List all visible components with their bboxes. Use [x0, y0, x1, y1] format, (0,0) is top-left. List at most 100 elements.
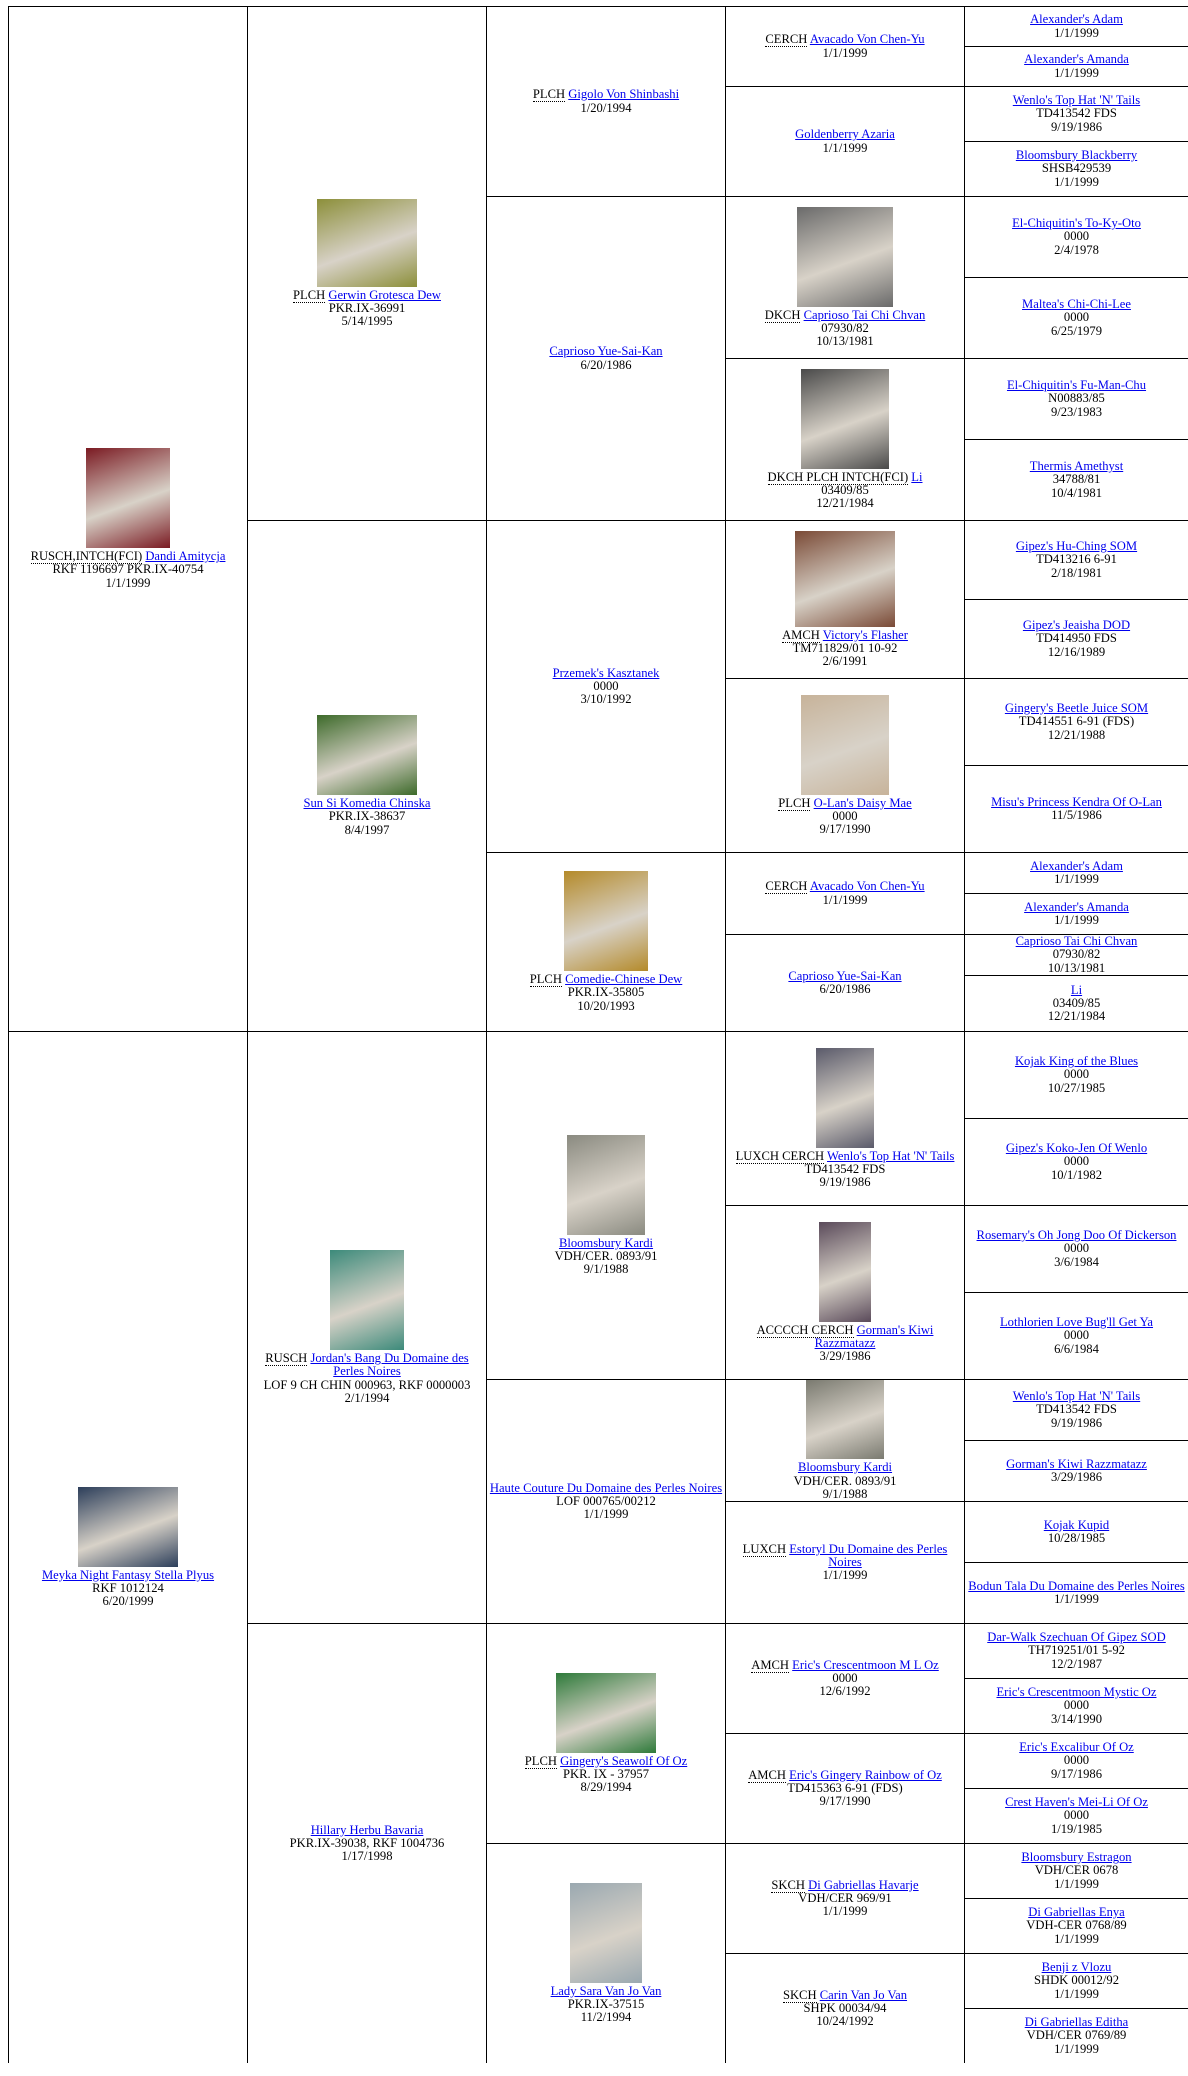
dog-birth-date: 3/10/1992: [580, 692, 632, 707]
dog-name-link[interactable]: Bodun Tala Du Domaine des Perles Noires: [968, 1578, 1185, 1593]
dog-name-line: RUSCH Jordan's Bang Du Domaine des Perle…: [250, 1351, 484, 1379]
dog-name-link[interactable]: Gorman's Kiwi Razzmatazz: [814, 1322, 934, 1350]
dog-birth-date: 10/13/1981: [1047, 960, 1106, 975]
dog-name-link[interactable]: Di Gabriellas Havarje: [808, 1877, 919, 1892]
dog-name-link[interactable]: El-Chiquitin's Fu-Man-Chu: [1006, 378, 1147, 393]
dog-name-link[interactable]: Gipez's Jeaisha DOD: [1022, 618, 1131, 633]
dog-name-line: Bloomsbury Kardi: [798, 1461, 892, 1474]
dog-name-link[interactable]: Eric's Excalibur Of Oz: [1019, 1740, 1134, 1755]
dog-birth-date: 1/1/1999: [822, 140, 868, 155]
dog-name-link[interactable]: Caprioso Tai Chi Chvan: [1015, 934, 1138, 949]
dog-photo: [801, 694, 889, 795]
dog-name-line: LUXCH CERCH Wenlo's Top Hat 'N' Tails: [735, 1148, 955, 1164]
dog-name-link[interactable]: Carin Van Jo Van: [819, 1987, 908, 2002]
dog-name-link[interactable]: Eric's Crescentmoon M L Oz: [792, 1657, 939, 1672]
dog-name-link[interactable]: Lothlorien Love Bug'll Get Ya: [999, 1315, 1154, 1330]
dog-name-link[interactable]: Eric's Gingery Rainbow of Oz: [789, 1767, 942, 1782]
dog-birth-date: 9/17/1990: [819, 822, 871, 837]
dog-name-link[interactable]: Victory's Flasher: [822, 627, 908, 642]
dog-name-link[interactable]: Misu's Princess Kendra Of O-Lan: [991, 794, 1162, 809]
dog-name-link[interactable]: Alexander's Amanda: [1024, 899, 1129, 914]
dog-name-link[interactable]: Benji z Vlozu: [1041, 1960, 1112, 1975]
dog-name-line: Haute Couture Du Domaine des Perles Noir…: [489, 1480, 723, 1495]
dog-name-link[interactable]: Gerwin Grotesca Dew: [328, 287, 441, 302]
dog-registration: PKR.IX-38637: [328, 809, 406, 824]
dog-name-link[interactable]: Przemek's Kasztanek: [552, 665, 660, 680]
dog-birth-date: 1/1/1999: [1054, 913, 1099, 927]
dog-name-link[interactable]: Lady Sara Van Jo Van: [550, 1983, 662, 1998]
dog-name-link[interactable]: Gipez's Hu-Ching SOM: [1015, 539, 1138, 554]
dog-name-link[interactable]: Caprioso Yue-Sai-Kan: [549, 344, 663, 359]
dog-name-link[interactable]: Goldenberry Azaria: [795, 127, 895, 142]
dog-name-link[interactable]: Gingery's Beetle Juice SOM: [1004, 701, 1149, 716]
dog-name-link[interactable]: Bloomsbury Kardi: [558, 1235, 654, 1250]
dog-name-link[interactable]: Jordan's Bang Du Domaine des Perles Noir…: [310, 1351, 469, 1379]
dog-name-link[interactable]: O-Lan's Daisy Mae: [813, 795, 912, 810]
dog-title: PLCH: [778, 795, 811, 811]
dog-title: AMCH: [748, 1767, 786, 1783]
dog-name-link[interactable]: Kojak Kupid: [1043, 1517, 1110, 1532]
dog-name-link[interactable]: Thermis Amethyst: [1029, 459, 1124, 474]
dog-name-link[interactable]: Rosemary's Oh Jong Doo Of Dickerson: [976, 1228, 1177, 1243]
dog-registration: 0000: [1063, 1067, 1090, 1082]
dog-name-link[interactable]: Caprioso Tai Chi Chvan: [803, 307, 926, 322]
dog-birth-date: 9/23/1983: [1050, 404, 1103, 419]
dog-name-link[interactable]: Alexander's Adam: [1030, 858, 1123, 873]
dog-name-link[interactable]: Avacado Von Chen-Yu: [809, 879, 925, 894]
dog-name-link[interactable]: Haute Couture Du Domaine des Perles Noir…: [489, 1480, 723, 1495]
pedigree-cell-dam-sire: RUSCH Jordan's Bang Du Domaine des Perle…: [247, 1031, 486, 1623]
dog-name-link[interactable]: Alexander's Adam: [1030, 12, 1123, 27]
dog-name-link[interactable]: Comedie-Chinese Dew: [565, 972, 683, 987]
dog-name-line: Kojak King of the Blues: [1015, 1055, 1138, 1068]
dog-registration: TD413216 6-91: [1036, 552, 1117, 567]
dog-name-link[interactable]: Sun Si Komedia Chinska: [303, 796, 431, 811]
dog-name-link[interactable]: Maltea's Chi-Chi-Lee: [1022, 297, 1131, 312]
dog-name-link[interactable]: Bloomsbury Estragon: [1021, 1850, 1132, 1865]
dog-name-link[interactable]: Li: [911, 469, 923, 484]
dog-name-link[interactable]: Dar-Walk Szechuan Of Gipez SOD: [987, 1630, 1166, 1645]
dog-name-link[interactable]: Eric's Crescentmoon Mystic Oz: [996, 1685, 1157, 1700]
dog-name-line: Lady Sara Van Jo Van: [550, 1983, 662, 1998]
dog-registration: VDH/CER. 0893/91: [793, 1473, 897, 1488]
dog-name-link[interactable]: Hillary Herbu Bavaria: [310, 1822, 424, 1837]
dog-name-line: Przemek's Kasztanek: [552, 665, 660, 680]
dog-name-link[interactable]: Di Gabriellas Editha: [1024, 2015, 1129, 2030]
dog-name-link[interactable]: Alexander's Amanda: [1024, 52, 1129, 67]
dog-name-link[interactable]: Kojak King of the Blues: [1014, 1054, 1139, 1069]
dog-name-link[interactable]: Gingery's Seawolf Of Oz: [560, 1753, 688, 1768]
dog-name-link[interactable]: Gorman's Kiwi Razzmatazz: [1006, 1456, 1147, 1471]
dog-name-link[interactable]: Crest Haven's Mei-Li Of Oz: [1005, 1795, 1148, 1810]
dog-name-link[interactable]: Caprioso Yue-Sai-Kan: [788, 968, 902, 983]
dog-name-link[interactable]: Meyka Night Fantasy Stella Plyus: [41, 1567, 215, 1582]
dog-birth-date: 2/18/1981: [1050, 565, 1103, 580]
dog-photo: [797, 206, 893, 307]
dog-name-link[interactable]: Wenlo's Top Hat 'N' Tails: [1012, 93, 1141, 108]
dog-name-link[interactable]: Dandi Amitycja: [145, 549, 226, 564]
dog-name-link[interactable]: Bloomsbury Kardi: [797, 1460, 893, 1475]
dog-name-link[interactable]: Wenlo's Top Hat 'N' Tails: [1012, 1389, 1141, 1404]
dog-name-link[interactable]: El-Chiquitin's To-Ky-Oto: [1012, 216, 1141, 231]
dog-name-line: Bodun Tala Du Domaine des Perles Noires: [968, 1578, 1185, 1593]
dog-name-link[interactable]: Avacado Von Chen-Yu: [809, 32, 925, 47]
dog-name-link[interactable]: Li: [1070, 982, 1083, 997]
dog-name-line: LUXCH Estoryl Du Domaine des Perles Noir…: [728, 1541, 962, 1569]
dog-name-link[interactable]: Bloomsbury Blackberry: [1015, 148, 1138, 163]
dog-photo: [330, 1250, 404, 1351]
dog-name-link[interactable]: Estoryl Du Domaine des Perles Noires: [789, 1541, 948, 1569]
dog-name-link[interactable]: Di Gabriellas Enya: [1028, 1905, 1125, 1920]
dog-name-link[interactable]: Gigolo Von Shinbashi: [568, 87, 680, 102]
dog-name-link[interactable]: Wenlo's Top Hat 'N' Tails: [827, 1148, 955, 1163]
dog-name-link[interactable]: Gipez's Koko-Jen Of Wenlo: [1005, 1141, 1148, 1156]
dog-birth-date: 1/1/1999: [1054, 2041, 1099, 2056]
